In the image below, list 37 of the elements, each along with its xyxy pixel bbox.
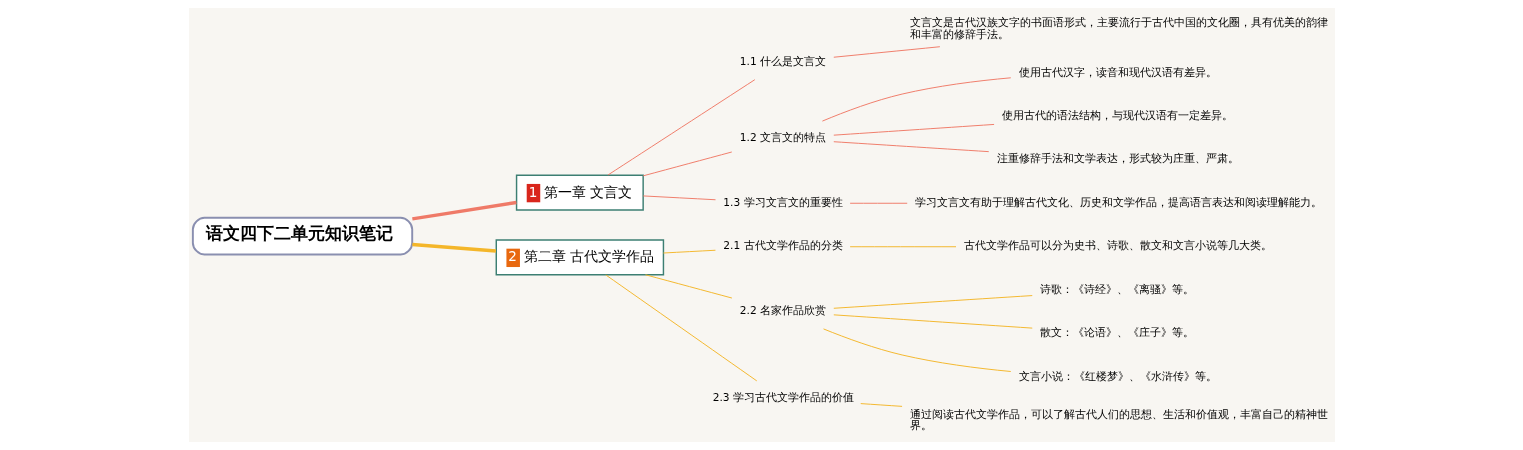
- connector: [642, 151, 732, 177]
- connector: [859, 403, 903, 407]
- node-text: 诗歌：《诗经》、《离骚》等。: [1039, 282, 1194, 296]
- node-text: 通过阅读古代文学作品，可以了解古代人们的思想、生活和价值观，丰富自己的精神世界。: [909, 407, 1328, 433]
- node-box: 2 第二章 古代文学作品: [495, 239, 664, 276]
- node-box: 1 第一章 文言文: [515, 174, 644, 211]
- connector: [411, 242, 496, 253]
- node-text: 古代文学作品可以分为史书、诗歌、散文和文言小说等几大类。: [963, 239, 1272, 253]
- connector: [832, 123, 995, 136]
- connector: [849, 202, 908, 204]
- node-text: 使用古代的语法结构，与现代汉语有一定差异。: [1001, 109, 1233, 122]
- node-text: 1.1 什么是文言文: [739, 54, 826, 68]
- node-text: 学习文言文有助于理解古代文化、历史和文学作品，提高语言表达和阅读理解能力。: [914, 195, 1322, 209]
- node-text: 2.2 名家作品欣赏: [739, 304, 826, 318]
- connector: [411, 200, 517, 221]
- connector: [832, 295, 1033, 309]
- node-text: 2.1 古代文学作品的分类: [722, 239, 843, 253]
- node-text: 使用古代汉字，读音和现代汉语有差异。: [1018, 65, 1217, 79]
- connector: [644, 274, 732, 299]
- connector: [832, 46, 940, 58]
- connector: [662, 249, 716, 254]
- node-text: 文言文是古代汉族文字的书面语形式，主要流行于古代中国的文化圈，具有优美的韵律和丰富的修辞手法。: [909, 16, 1328, 41]
- node-box: 语文四下二单元知识笔记: [191, 216, 413, 256]
- connector: [832, 314, 1033, 329]
- node-text: 2.3 学习古代文学作品的价值: [712, 391, 854, 405]
- node-text: 文言小说：《红楼梦》、《水浒传》等。: [1018, 369, 1217, 383]
- connector: [642, 195, 716, 201]
- connector: [821, 77, 1011, 122]
- connector: [832, 141, 989, 153]
- node-text: 1.3 学习文言文的重要性: [722, 195, 843, 209]
- connector: [849, 246, 956, 248]
- node-text: 散文：《论语》、《庄子》等。: [1039, 326, 1194, 340]
- node-text: 1.2 文言文的特点: [739, 131, 826, 145]
- node-text: 注重修辞手法和文学表达，形式较为庄重、严肃。: [996, 152, 1239, 166]
- connector: [606, 79, 755, 176]
- connector: [604, 274, 757, 382]
- connector: [822, 328, 1011, 372]
